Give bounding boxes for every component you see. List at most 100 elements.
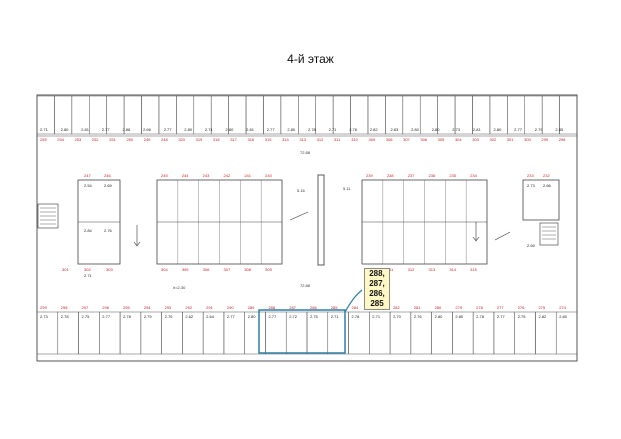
ramp-arrow [494,231,511,241]
lot-width-label: 2.82 [370,127,379,132]
lot-number: 307 [224,267,231,272]
stairs-left [37,203,59,229]
lot-number: 309 [369,137,376,142]
lot-number: 320 [178,137,185,142]
lot-number: 277 [497,305,504,310]
lot-width-label: 2.77 [102,127,111,132]
lot-number: 284 [352,305,359,310]
lot-width-label: 2.81 [81,127,90,132]
lot-width-label: 2.73 [40,314,49,319]
arrow-head [472,236,480,242]
lot-width-label: 2.77 [164,127,173,132]
lot-width-label: 2.78 [123,314,132,319]
parking-lot[interactable] [555,311,578,355]
lot-width-label: 2.78 [352,314,361,319]
lot-width-label: 2.80 [248,314,257,319]
lot-number: 291 [206,305,213,310]
lot-width-label: 2.69 [527,243,536,248]
lot-width-label: 2.77 [227,314,236,319]
callout-line: 285 [370,299,384,308]
lot-width-label: 2.71 [372,314,381,319]
lot-number: 311 [387,267,394,272]
lot-width-label: 2.76 [104,228,113,233]
lot-number: 288 [268,305,275,310]
lot-number: 249 [144,137,151,142]
lot-number: 307 [403,137,410,142]
lot-callout[interactable]: 288, 287, 286, 285 [364,268,390,310]
lot-width-label: 2.66 [543,183,552,188]
lot-width-label: 2.75 [82,314,91,319]
lot-number: 305 [182,267,189,272]
lot-width-label: 2.75 [310,314,319,319]
lot-number: 303 [472,137,479,142]
lot-number: 279 [455,305,462,310]
lot-width-label: 2.77 [497,314,506,319]
lot-number: 308 [386,137,393,142]
lot-number: 306 [420,137,427,142]
lot-width-label: 2.64 [206,314,215,319]
lot-number: 295 [123,305,130,310]
lot-number: 301 [62,267,69,272]
far-right-block: 233 232 2.73 2.66 2.69 [522,173,560,248]
lot-number: 285 [331,305,338,310]
lot-number: 247 [84,173,91,178]
highlighted-lots[interactable] [258,309,346,354]
lot-width-label: 2.71 [84,273,93,278]
lot-width-label: 2.77 [102,314,111,319]
lot-number: 240 [265,173,272,178]
lot-number: 315 [265,137,272,142]
parking-lot[interactable] [559,95,578,135]
lot-number: 278 [476,305,483,310]
lot-width-label: 2.88 [122,127,131,132]
lot-number: 310 [351,137,358,142]
arrow-head [133,241,141,247]
lot-number: 312 [408,267,415,272]
lot-width-label: 2.84 [84,228,93,233]
dimension-label: 72.88 [300,283,311,288]
lot-number: 253 [75,137,82,142]
lot-number: 248 [161,137,168,142]
lot-number: 242 [224,173,231,178]
lot-number: 318 [213,137,220,142]
lot-number: 239 [366,173,373,178]
lot-number: 245 [161,173,168,178]
lot-number: 252 [92,137,99,142]
lot-number: 281 [414,305,421,310]
lot-number: 314 [449,267,456,272]
lot-number: 302 [490,137,497,142]
lot-number: 241 [244,173,251,178]
lot-number: 255 [40,137,47,142]
lot-width-label: 2.78 [308,127,317,132]
lot-width-label: 2.81 [473,127,482,132]
lot-number: 254 [57,137,64,142]
lot-width-label: 2.77 [514,127,523,132]
block-outline [522,179,560,221]
lot-number: 232 [543,173,550,178]
lot-number: 287 [289,305,296,310]
lot-number: 236 [429,173,436,178]
lot-width-label: 2.71 [331,314,340,319]
lot-width-label: 2.81 [246,127,255,132]
lot-number: 297 [82,305,89,310]
lot-number: 274 [559,305,566,310]
dimension-label: 5.16 [297,188,306,193]
lot-width-label: 2.85 [555,127,564,132]
dimension-label: 5.11 [343,186,351,191]
lot-number: 312 [317,137,324,142]
lot-number: 290 [227,305,234,310]
lot-number: 303 [106,267,113,272]
lot-width-label: 2.78 [61,314,70,319]
lot-width-label: 2.71 [40,127,49,132]
lot-width-label: 2.80 [226,127,235,132]
lot-number: 243 [203,173,210,178]
lot-number: 301 [507,137,514,142]
lot-number: 233 [527,173,534,178]
lot-number: 315 [470,267,477,272]
lot-number: 316 [247,137,254,142]
lot-width-label: 2.73 [527,183,536,188]
lot-width-label: 2.73 [452,127,461,132]
lot-width-label: 2.76 [414,314,423,319]
lot-width-label: 2.62 [185,314,194,319]
